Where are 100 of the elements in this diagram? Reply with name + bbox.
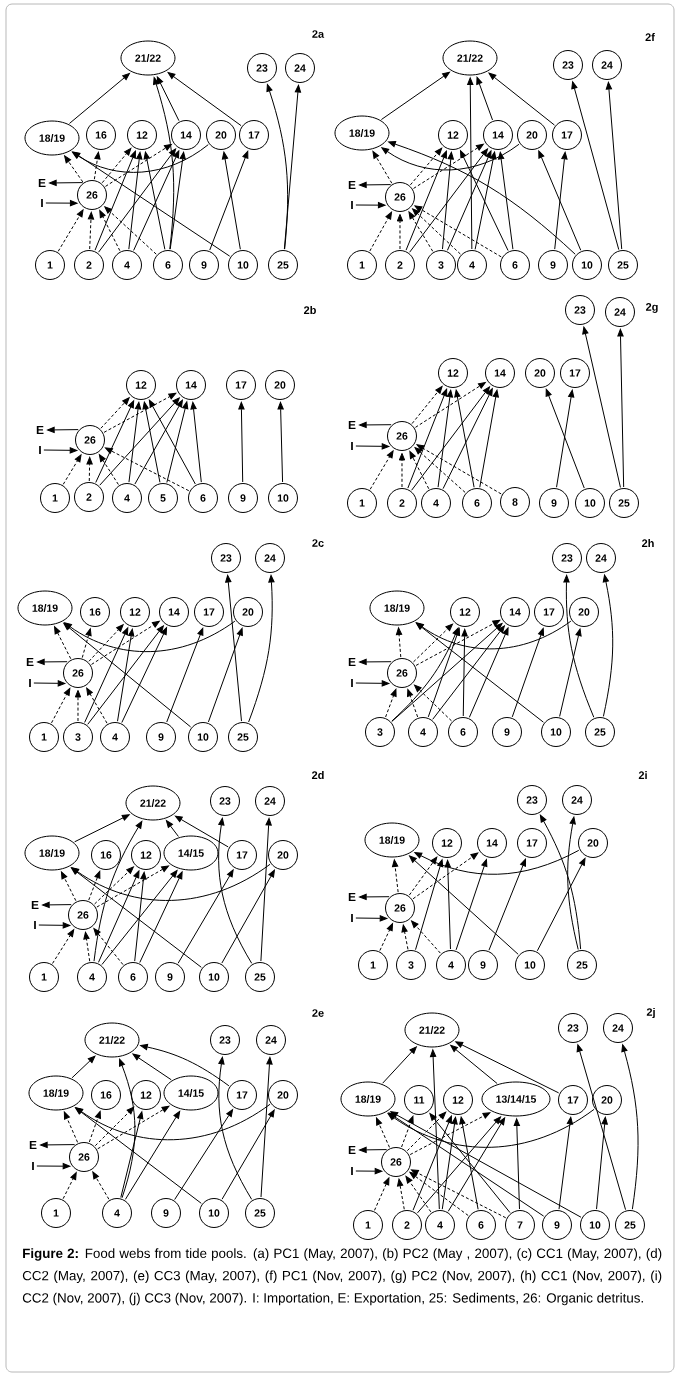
dashed-arrow — [407, 688, 419, 718]
food-web-node: 24 — [562, 785, 592, 815]
food-web-node: 1 — [40, 483, 70, 513]
food-web-node: 9 — [151, 1198, 181, 1228]
food-web-node: 26 — [385, 893, 415, 923]
food-web-node: 21/22 — [84, 1022, 140, 1058]
arrow — [260, 1056, 273, 1198]
food-web-node: 3 — [63, 722, 93, 752]
food-web-node: 23 — [211, 543, 241, 573]
arrow — [476, 76, 494, 121]
arrow — [71, 1055, 96, 1079]
food-web-node: 14 — [477, 828, 507, 858]
food-web-node: 2 — [385, 250, 415, 280]
flow-label: I — [34, 920, 36, 930]
arrow — [582, 326, 621, 488]
arrow — [38, 922, 71, 929]
food-web-node: 6 — [188, 483, 218, 513]
food-web-node: 2 — [74, 250, 104, 280]
food-web-node: 25 — [567, 950, 597, 980]
dashed-arrow — [88, 624, 124, 662]
arrow — [99, 397, 180, 486]
food-web-node: 26 — [387, 658, 417, 688]
food-web-node: 17 — [226, 370, 256, 400]
dashed-arrow — [369, 450, 394, 490]
arrow — [166, 627, 204, 723]
panel-label: 2i — [638, 771, 647, 779]
arrow — [221, 1109, 275, 1200]
food-web-node: 3 — [396, 950, 426, 980]
food-web-node: 6 — [153, 250, 183, 280]
arrow — [407, 388, 448, 489]
food-web-node: 1 — [347, 488, 377, 518]
food-web-node: 17 — [517, 828, 547, 858]
flow-label: E — [348, 892, 356, 902]
panel-label: 2f — [645, 33, 655, 41]
flow-label: I — [39, 445, 41, 455]
food-web-node: 6 — [500, 250, 530, 280]
food-web-node: 14 — [171, 120, 201, 150]
arrow — [71, 867, 202, 968]
dashed-arrow — [83, 931, 91, 962]
arrow — [238, 401, 245, 483]
food-web-node: 24 — [285, 53, 315, 83]
food-web-node: 25 — [245, 1198, 275, 1228]
arrow — [98, 870, 140, 963]
food-web-node: 20 — [517, 120, 547, 150]
arrow — [133, 150, 180, 251]
food-web-node: 1 — [358, 950, 388, 980]
arrow — [75, 1107, 202, 1204]
food-web-node: 24 — [256, 1025, 286, 1055]
dashed-arrow — [401, 1115, 414, 1148]
food-web-node: 24 — [255, 786, 285, 816]
dashed-arrow — [86, 687, 108, 724]
dashed-arrow — [409, 451, 430, 490]
arrow — [474, 151, 497, 250]
food-web-node: 1 — [29, 962, 59, 992]
arrow — [63, 622, 192, 728]
arrow — [74, 814, 130, 843]
arrow — [479, 389, 499, 488]
food-web-node: 10 — [188, 722, 218, 752]
flow-label: I — [351, 678, 353, 688]
arrow — [437, 389, 453, 488]
food-web-node: 21/22 — [120, 40, 176, 76]
arrow — [166, 401, 189, 483]
panel-label: 2c — [312, 539, 324, 547]
arrow — [571, 81, 620, 251]
arrow — [576, 1044, 627, 1211]
food-web-node: 26 — [63, 658, 93, 688]
food-web-node: 4 — [425, 1210, 455, 1240]
arrow — [84, 627, 129, 723]
food-web-node: 6 — [448, 717, 478, 747]
food-web-node: 17 — [227, 1080, 257, 1110]
food-web-node: 4 — [421, 488, 451, 518]
dashed-arrow — [60, 871, 77, 902]
food-web-node: 20 — [578, 828, 608, 858]
food-web-node: 2 — [392, 1210, 422, 1240]
flow-label: I — [351, 1166, 353, 1176]
food-web-node: 25 — [609, 488, 639, 518]
dashed-arrow — [94, 866, 134, 905]
food-web-node: 20 — [569, 597, 599, 627]
food-web-node: 1 — [29, 722, 59, 752]
arrow — [461, 628, 468, 717]
food-web-node: 17 — [534, 597, 564, 627]
arrow — [174, 815, 229, 848]
flow-label: I — [351, 200, 353, 210]
food-web-node: 14 — [485, 358, 515, 388]
food-web-node: 24 — [603, 1013, 633, 1043]
arrow — [450, 1044, 498, 1084]
food-web-node: 23 — [565, 295, 595, 325]
flow-label: E — [348, 657, 356, 667]
dashed-arrow — [409, 147, 443, 186]
panel-label: 2j — [646, 1007, 655, 1019]
arrow — [143, 151, 166, 250]
food-web-node: 24 — [255, 543, 285, 573]
dashed-arrow — [74, 689, 82, 722]
food-web-node: 9 — [146, 722, 176, 752]
panel-label: 2b — [304, 306, 316, 315]
food-web-node: 10 — [572, 250, 602, 280]
food-web-node: 20 — [268, 840, 298, 870]
arrow — [94, 150, 136, 251]
arrow — [359, 181, 392, 189]
dashed-arrow — [98, 454, 119, 485]
